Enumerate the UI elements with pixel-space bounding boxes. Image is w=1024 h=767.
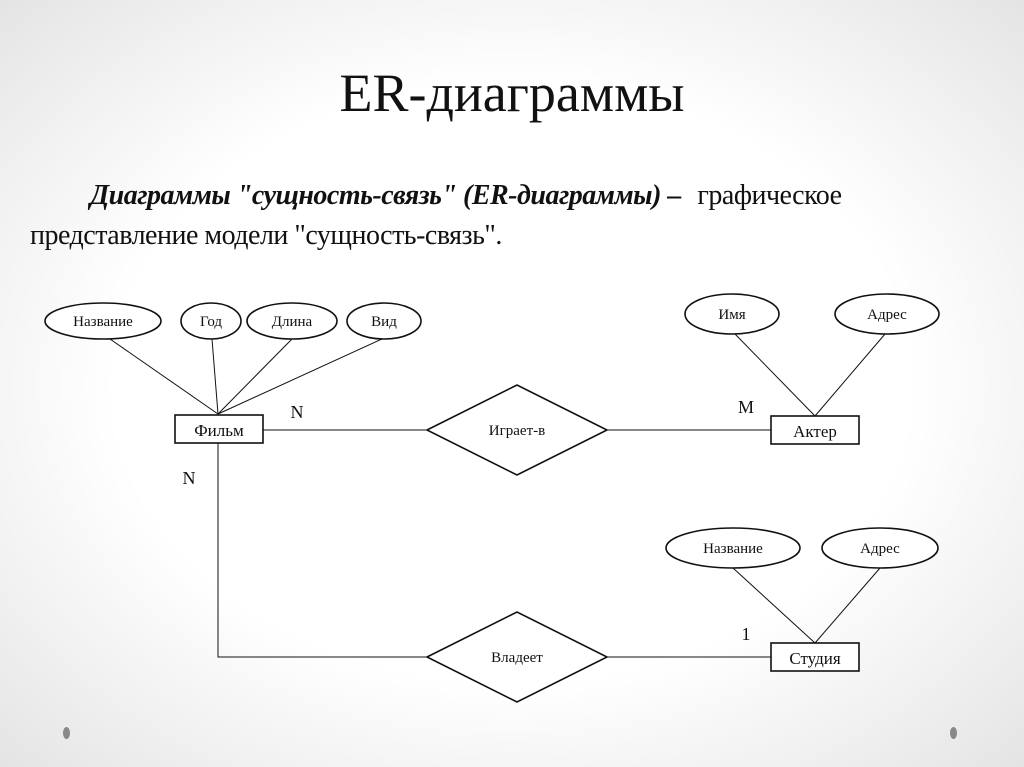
connector xyxy=(814,567,881,644)
entity-box-film xyxy=(174,414,264,444)
attribute-label: Название xyxy=(73,314,133,330)
definition-text-2: представление модели "сущность-связь". xyxy=(30,220,502,251)
entity-box-actor xyxy=(770,415,860,445)
attribute-ellipse xyxy=(834,293,940,335)
attribute-label: Вид xyxy=(371,314,397,330)
attribute-ellipse xyxy=(180,302,242,340)
definition-term: Диаграммы "сущность-связь" (ER-диаграммы… xyxy=(90,180,681,211)
attribute-label: Адрес xyxy=(860,541,900,557)
cardinality-label: N xyxy=(291,402,304,422)
cardinality-label: N xyxy=(183,468,196,488)
attribute-label: Имя xyxy=(718,307,745,323)
attribute-ellipse xyxy=(44,302,162,340)
attribute-label: Длина xyxy=(272,314,313,330)
attribute-ellipse xyxy=(346,302,422,340)
entity-box-studio xyxy=(770,642,860,672)
connector xyxy=(734,333,816,417)
relationship-label-owns: Владеет xyxy=(491,650,543,666)
attribute-label: Адрес xyxy=(867,307,907,323)
relationship-diamond-owns xyxy=(425,611,609,703)
relationship-label-plays: Играет-в xyxy=(489,423,545,439)
connector xyxy=(814,333,886,417)
cardinality-label: M xyxy=(738,397,754,417)
connector xyxy=(211,338,219,415)
relationship-diamond-plays xyxy=(425,384,609,476)
attribute-ellipse xyxy=(684,293,780,335)
connector xyxy=(217,338,293,415)
attribute-label: Название xyxy=(703,541,763,557)
definition-paragraph: Диаграммы "сущность-связь" (ER-диаграммы… xyxy=(30,176,980,256)
connector xyxy=(217,443,427,658)
connector xyxy=(732,567,816,644)
entity-label-studio: Студия xyxy=(789,649,840,668)
decorative-dot xyxy=(950,727,957,739)
attribute-label: Год xyxy=(200,314,222,330)
entity-label-film: Фильм xyxy=(194,421,244,440)
attribute-ellipse xyxy=(821,527,939,569)
entity-label-actor: Актер xyxy=(793,422,837,441)
cardinality-label: 1 xyxy=(742,624,751,644)
slide-title: ER-диаграммы xyxy=(339,63,685,123)
connector xyxy=(217,338,383,415)
connector xyxy=(109,338,219,415)
attribute-ellipse xyxy=(246,302,338,340)
decorative-dot xyxy=(63,727,70,739)
definition-text-1: графическое xyxy=(697,180,842,211)
attribute-ellipse xyxy=(665,527,801,569)
